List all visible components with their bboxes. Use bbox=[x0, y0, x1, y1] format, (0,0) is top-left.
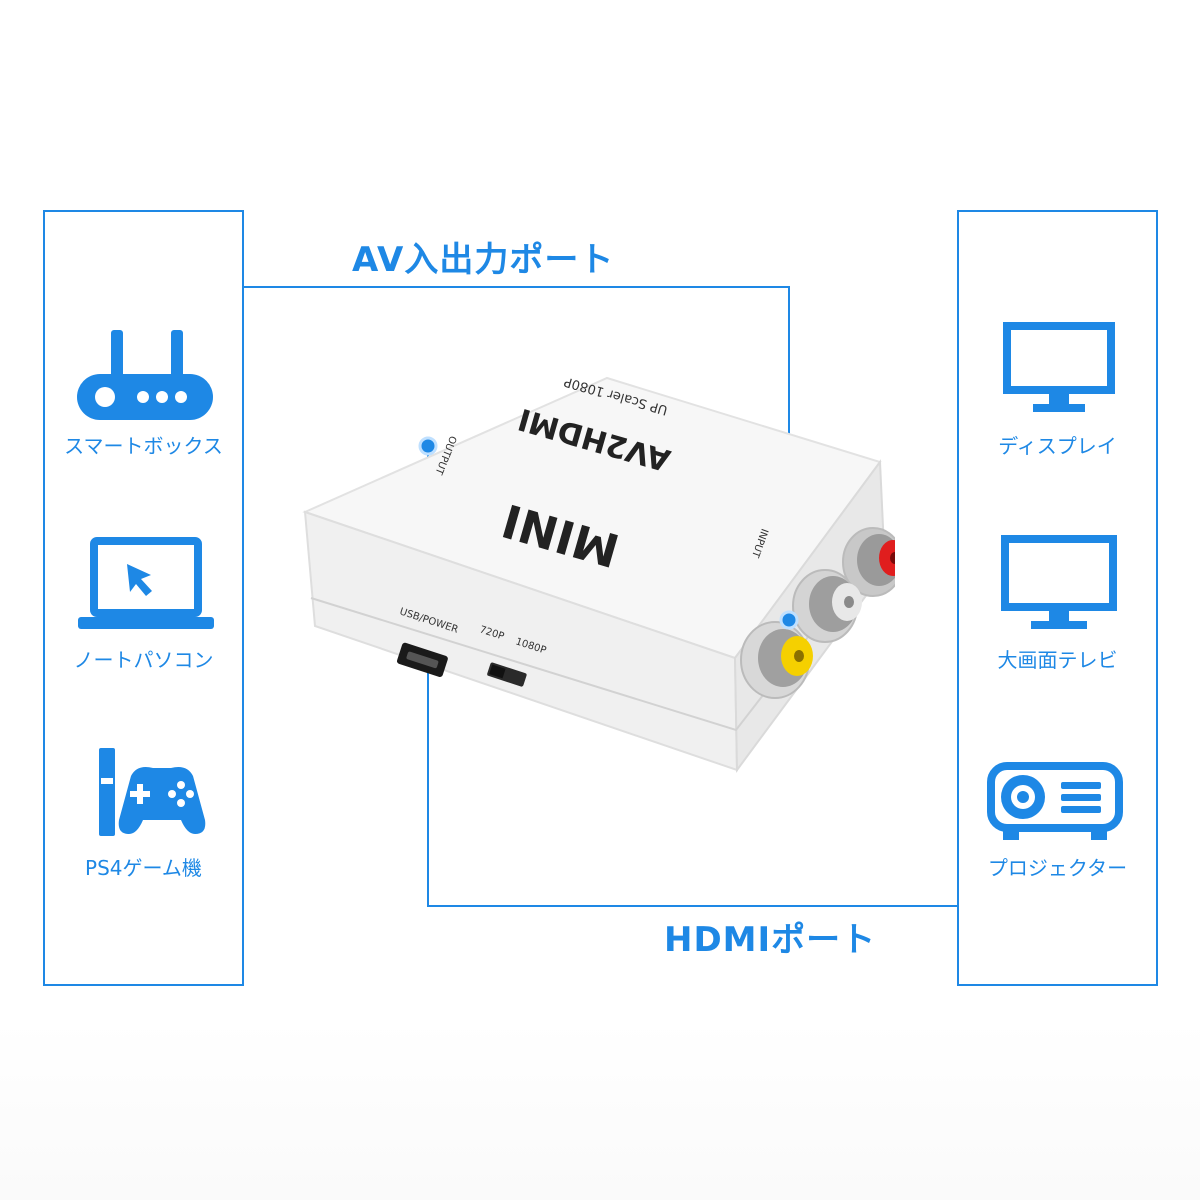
tv-icon bbox=[1001, 535, 1117, 629]
item-label-display: ディスプレイ bbox=[998, 434, 1117, 458]
item-label-game-console: PS4ゲーム機 bbox=[85, 856, 202, 880]
rca-white-jack bbox=[792, 569, 862, 643]
av-port-callout: AV入出力ポート bbox=[352, 240, 615, 280]
projector-icon bbox=[987, 762, 1123, 840]
background-fade bbox=[0, 1020, 1200, 1200]
item-label-projector: プロジェクター bbox=[987, 856, 1128, 880]
resolution-switch bbox=[487, 662, 527, 687]
av-callout-dot bbox=[779, 610, 799, 630]
rca-yellow-jack bbox=[740, 621, 813, 699]
router-icon bbox=[77, 330, 213, 420]
source-devices-panel: スマートボックス ノートパソコン PS4ゲーム機 bbox=[43, 210, 244, 986]
converter-device: MINI AV2HDMI UP Scaler 1080P OUTPUT INPU… bbox=[302, 373, 895, 773]
laptop-icon bbox=[78, 537, 214, 629]
game-console-icon bbox=[99, 748, 206, 836]
hdmi-callout-dot bbox=[418, 436, 438, 456]
rca-red-jack bbox=[842, 527, 895, 597]
item-label-laptop: ノートパソコン bbox=[73, 648, 214, 672]
item-label-big-tv: 大画面テレビ bbox=[997, 648, 1118, 672]
hdmi-port-callout: HDMIポート bbox=[664, 920, 877, 960]
item-label-smart-box: スマートボックス bbox=[64, 434, 223, 458]
display-devices-panel: ディスプレイ 大画面テレビ プロジェクター bbox=[957, 210, 1158, 986]
usb-port bbox=[396, 642, 448, 677]
monitor-icon bbox=[1003, 322, 1115, 412]
